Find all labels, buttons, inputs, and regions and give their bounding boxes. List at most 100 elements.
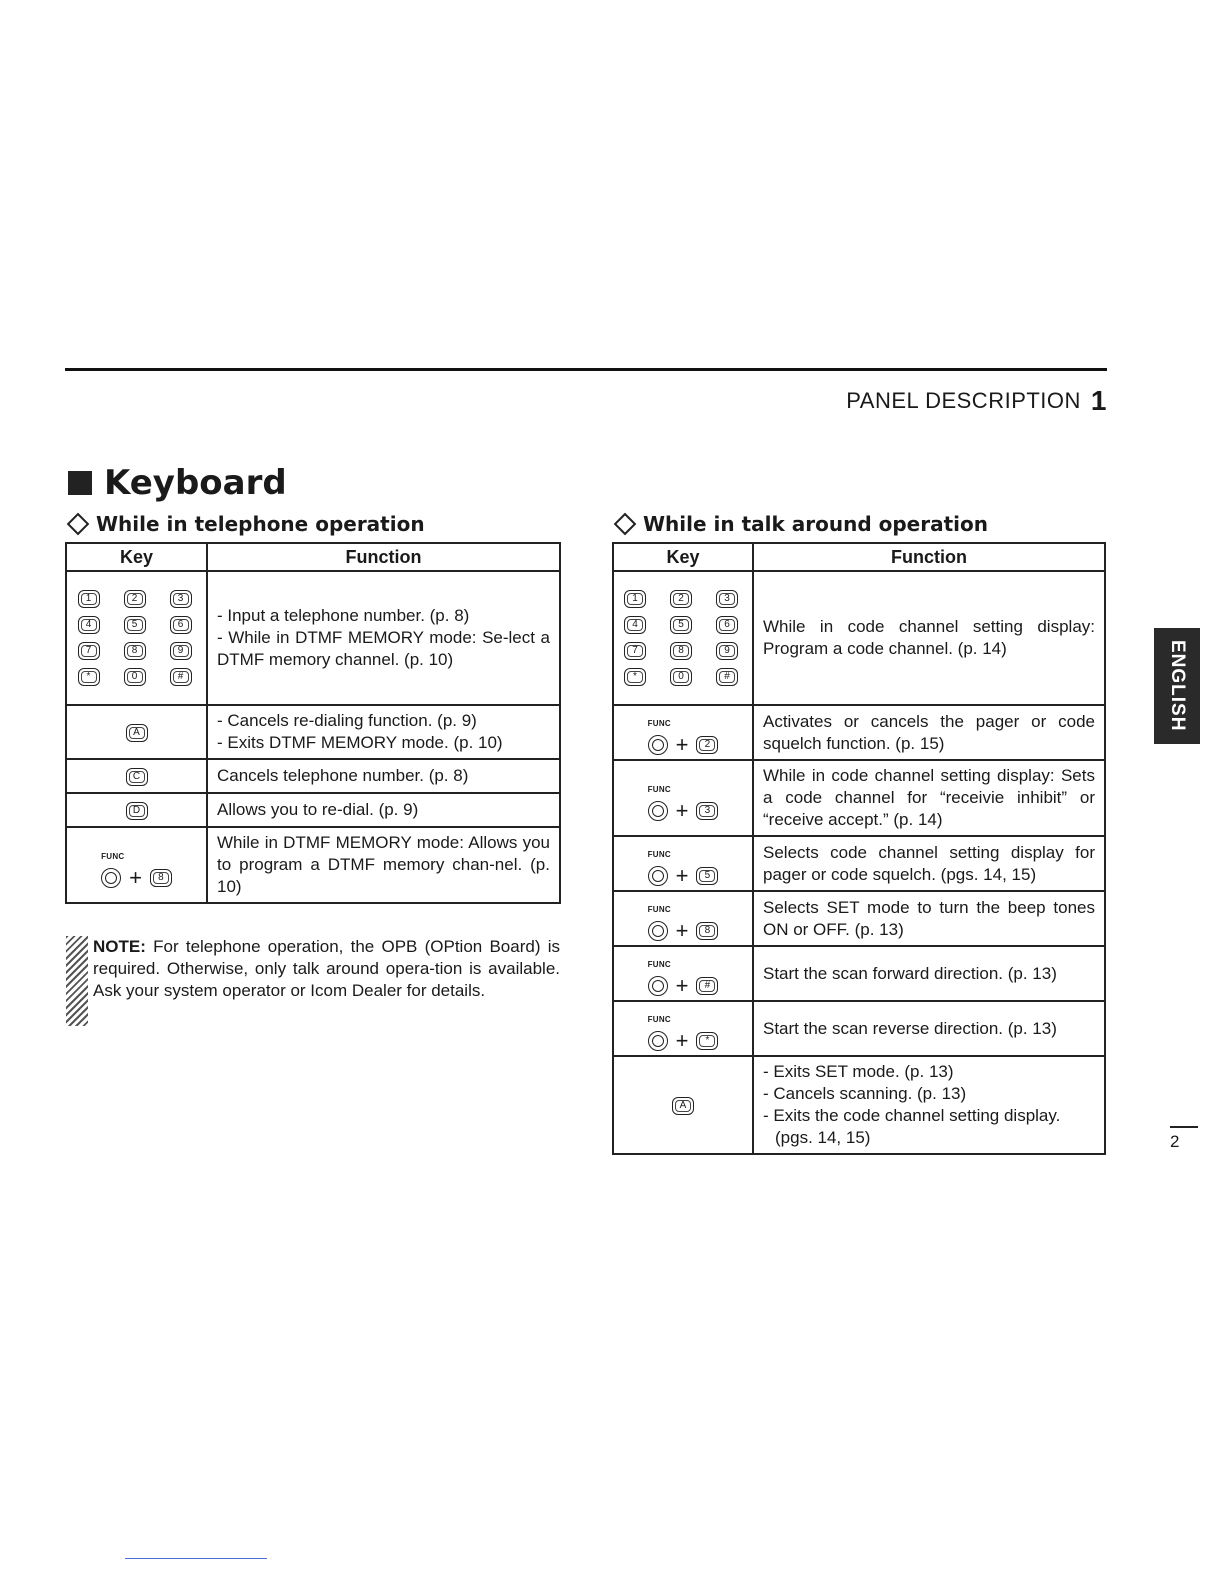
func-knob-icon — [647, 921, 668, 941]
table-row: FUNC+# Start the scan forward direction.… — [612, 945, 1106, 1002]
diamond-icon — [66, 512, 90, 536]
keypad-key-icon: 3 — [716, 590, 738, 608]
keypad-key-icon: # — [716, 668, 738, 686]
function-line: - While in DTMF MEMORY mode: Se-lect a D… — [217, 628, 550, 669]
function-cell: - Cancels re-dialing function. (p. 9) - … — [206, 704, 561, 760]
keypad-key-icon: 0 — [670, 668, 692, 686]
keypad-key-icon: 6 — [169, 616, 192, 634]
a-key-icon: A — [672, 1096, 694, 1115]
func-combo: FUNC+5 — [647, 844, 719, 887]
key-cell: D — [65, 792, 208, 828]
keypad-key-icon: 9 — [169, 642, 192, 660]
telephone-heading: While in telephone operation — [66, 512, 425, 536]
table-row: FUNC+2 Activates or cancels the pager or… — [612, 704, 1106, 761]
key-cell: FUNC+8 — [612, 890, 754, 947]
func-combo: FUNC+* — [647, 1009, 719, 1053]
keypad-key-icon: 8 — [123, 642, 146, 660]
function-line: - Input a telephone number. (p. 8) — [217, 606, 470, 625]
section-square-icon — [68, 471, 92, 495]
function-cell: Allows you to re-dial. (p. 9) — [206, 792, 561, 828]
col-key: Key — [612, 542, 754, 572]
func-label: FUNC — [647, 1015, 671, 1024]
func-label: FUNC — [101, 851, 125, 861]
func-knob-icon — [101, 867, 122, 888]
key-cell: C — [65, 758, 208, 794]
d-key-icon: D — [125, 801, 148, 820]
keypad-key-icon: 8 — [670, 642, 692, 660]
talk-heading-text: While in talk around operation — [643, 512, 988, 536]
func-label: FUNC — [647, 960, 671, 969]
keypad-key-icon: 1 — [77, 590, 100, 608]
keypad-key-icon: 1 — [624, 590, 646, 608]
keypad-key-icon: 7 — [77, 642, 100, 660]
plus-icon: + — [675, 1028, 689, 1053]
footer-line — [125, 1558, 267, 1559]
keypad-key-icon: 2 — [123, 590, 146, 608]
table-row: D Allows you to re-dial. (p. 9) — [65, 792, 561, 828]
header-rule — [65, 368, 1107, 371]
section-title-text: Keyboard — [104, 463, 287, 503]
table-row: C Cancels telephone number. (p. 8) — [65, 758, 561, 794]
key-cell: A — [65, 704, 208, 760]
keypad-key-icon: 0 — [123, 668, 146, 686]
col-key: Key — [65, 542, 208, 572]
func-knob-icon — [647, 976, 668, 996]
function-cell: While in code channel setting display: P… — [752, 570, 1106, 706]
key-8-icon: 8 — [696, 922, 719, 940]
func-label: FUNC — [647, 850, 671, 859]
key-5-icon: 5 — [696, 867, 719, 885]
function-cell: Start the scan reverse direction. (p. 13… — [752, 1000, 1106, 1057]
key-2-icon: 2 — [696, 736, 719, 754]
keypad-key-icon: * — [77, 668, 100, 686]
a-key-icon: A — [125, 723, 148, 742]
function-cell: Cancels telephone number. (p. 8) — [206, 758, 561, 794]
keypad-key-icon: 3 — [169, 590, 192, 608]
talk-heading: While in talk around operation — [613, 512, 988, 536]
c-key-icon: C — [125, 767, 148, 786]
note-text: NOTE: For telephone operation, the OPB (… — [93, 936, 560, 1026]
note-box: NOTE: For telephone operation, the OPB (… — [66, 936, 560, 1026]
table-row: A - Cancels re-dialing function. (p. 9) … — [65, 704, 561, 760]
keypad-key-icon: 2 — [670, 590, 692, 608]
plus-icon: + — [129, 864, 142, 890]
function-line: - Cancels scanning. (p. 13) — [763, 1084, 967, 1103]
col-function: Function — [752, 542, 1106, 572]
page-number-rule — [1170, 1126, 1198, 1128]
func-knob-icon — [647, 1031, 668, 1051]
keypad-key-icon: 9 — [716, 642, 738, 660]
page-number-text: 2 — [1170, 1132, 1180, 1151]
page-header-title: PANEL DESCRIPTION — [846, 388, 1081, 413]
table-header-row: Key Function — [65, 542, 561, 572]
key-8-icon: 8 — [149, 868, 172, 887]
function-line: - Cancels re-dialing function. (p. 9) — [217, 711, 477, 730]
keypad-key-icon: 7 — [624, 642, 646, 660]
keypad-key-icon: 4 — [624, 616, 646, 634]
key-hash-icon: # — [696, 977, 719, 995]
key-cell: FUNC +8 — [65, 826, 208, 904]
function-cell: While in code channel setting display: S… — [752, 759, 1106, 837]
keypad-key-icon: # — [169, 668, 192, 686]
note-body: For telephone operation, the OPB (OPtion… — [93, 937, 560, 1000]
table-row: FUNC+3 While in code channel setting dis… — [612, 759, 1106, 837]
key-cell: FUNC+5 — [612, 835, 754, 892]
table-row: FUNC +8 While in DTMF MEMORY mode: Allow… — [65, 826, 561, 904]
func-combo: FUNC+2 — [647, 713, 719, 756]
func-knob-icon — [647, 866, 668, 886]
func-combo: FUNC + # — [647, 954, 719, 998]
table-row: FUNC+* Start the scan reverse direction.… — [612, 1000, 1106, 1057]
plus-icon: + — [675, 918, 689, 943]
note-hatch-icon — [66, 936, 88, 1026]
page-number: 2 — [1170, 1126, 1200, 1152]
function-line: - Exits SET mode. (p. 13) — [763, 1062, 954, 1081]
func-label: FUNC — [647, 719, 671, 728]
plus-icon: + — [675, 973, 689, 998]
key-cell: FUNC+3 — [612, 759, 754, 837]
func-knob-icon — [647, 735, 668, 755]
